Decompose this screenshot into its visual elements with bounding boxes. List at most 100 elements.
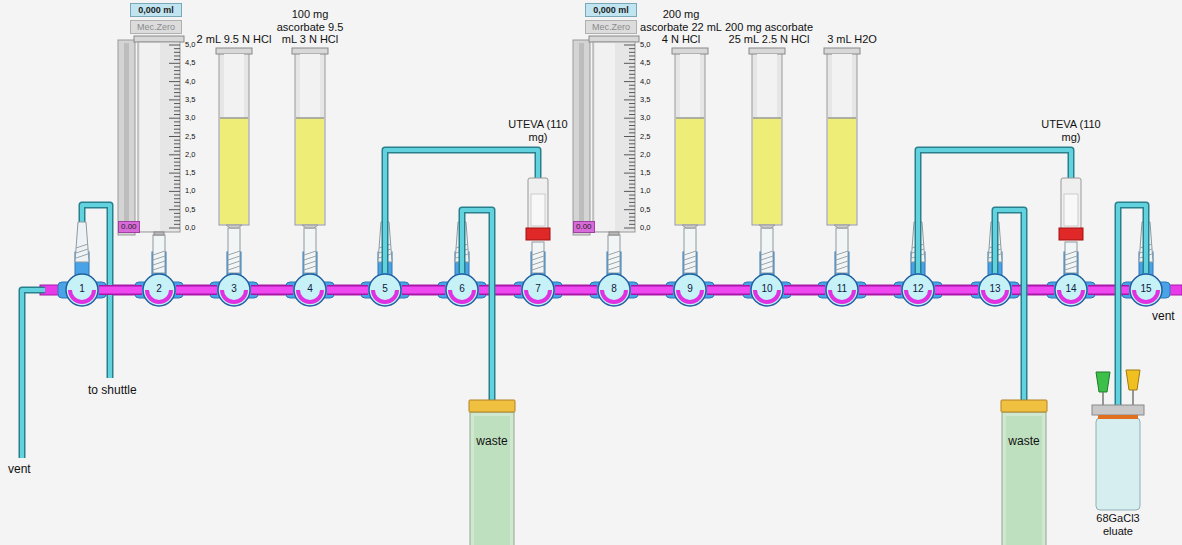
syringe-tip [609, 232, 619, 235]
valve: 14 [1054, 273, 1088, 307]
luer-thread [304, 256, 316, 260]
valve-number: 2 [142, 283, 176, 295]
valve: 1 [65, 273, 99, 307]
reservoir-barrel [752, 53, 782, 225]
luer-thread [608, 261, 620, 265]
luer-thread [1065, 261, 1077, 265]
scale-tick [629, 74, 635, 75]
reservoir-barrel [295, 53, 325, 225]
manifold-segment [935, 285, 978, 295]
manifold-segment [555, 285, 597, 295]
scale-tick [629, 121, 635, 122]
reagent-reservoir: 100 mg ascorbate 9.5 mL 3 N HCl [292, 48, 328, 228]
scale-tick [174, 52, 180, 53]
cartridge-label: UTEVA (110 mg) [506, 118, 570, 144]
luer-thread [1065, 266, 1077, 270]
syringe-barrel [595, 43, 615, 231]
syringe-barrel [138, 42, 180, 232]
vial-drawing [469, 400, 515, 545]
vent-tube [22, 290, 45, 458]
manifold-segment [176, 290, 217, 291]
scale-number: 0,0 [185, 223, 195, 232]
reagent-label: 200 mg ascorbate 25 mL 2.5 N HCl [724, 21, 814, 46]
scale-number: 1,0 [640, 186, 650, 195]
reagent-reservoir: 200 mg ascorbate 22 mL 4 N HCl [672, 48, 708, 228]
plunger-rod [579, 43, 584, 221]
luer-thread [153, 266, 165, 270]
scale-tick [629, 114, 635, 115]
reservoir-drawing [749, 48, 785, 228]
scale-tick [629, 88, 635, 89]
luer-connector [761, 228, 773, 273]
luer-connector [532, 242, 544, 273]
manifold-segment [99, 287, 142, 294]
scale-tick [174, 103, 180, 104]
luer-thread [608, 251, 620, 255]
luer-thread [761, 251, 773, 255]
scale-tick [169, 173, 180, 174]
scale-number: 1,5 [640, 168, 650, 177]
manifold-segment [631, 290, 673, 291]
luer-fitting [75, 222, 89, 262]
luer-thread [684, 251, 696, 255]
reagent-liquid [676, 118, 704, 224]
manifold-segment [402, 290, 445, 291]
resin-bed [1064, 194, 1078, 226]
luer-thread [1065, 251, 1077, 255]
waste-label: waste [1001, 434, 1047, 448]
liquid-level [296, 117, 324, 119]
scale-number: 1,5 [185, 168, 195, 177]
scale-tick [174, 220, 180, 221]
yellow-needle-hub [1126, 370, 1140, 390]
scale-tick [624, 99, 635, 100]
scale-tick [174, 74, 180, 75]
scale-tick [174, 66, 180, 67]
syringe-flange [589, 36, 639, 42]
manifold-segment [859, 287, 901, 294]
reservoir-tip [834, 225, 850, 228]
manifold-segment [99, 285, 142, 295]
luer-thread [836, 251, 848, 255]
reservoir-drawing [216, 48, 252, 228]
valve: 7 [521, 273, 555, 307]
reservoir-drawing [292, 48, 328, 228]
luer-thread [153, 251, 165, 255]
manifold-segment [555, 287, 597, 294]
scale-tick [174, 195, 180, 196]
reservoir-tip [759, 225, 775, 228]
scale-tick [629, 206, 635, 207]
reservoir-tip [302, 225, 318, 228]
scale-tick [169, 228, 180, 229]
scale-tick [174, 92, 180, 93]
scale-tick [629, 52, 635, 53]
reservoir-tip [226, 225, 242, 228]
reagent-liquid [220, 118, 248, 224]
luer-axis [614, 235, 615, 273]
scale-tick [629, 217, 635, 218]
reagent-liquid [296, 118, 324, 224]
scale-tick [624, 136, 635, 137]
manifold-segment [176, 287, 217, 294]
valve: 8 [597, 273, 631, 307]
luer-connector [1065, 242, 1077, 273]
luer-connector [836, 228, 848, 273]
zero-button: Mec.Zero [130, 20, 182, 34]
vent-tube [22, 290, 45, 458]
scale-tick [629, 132, 635, 133]
scale-tick [174, 198, 180, 199]
manifold-segment [1012, 290, 1054, 291]
manifold-segment [99, 290, 142, 291]
scale-number: 3,5 [640, 95, 650, 104]
valve-disc [66, 274, 98, 306]
tube-label: to shuttle [88, 383, 137, 397]
scale-tick [629, 198, 635, 199]
valve: 2 [142, 273, 176, 307]
plunger-rod [118, 40, 135, 235]
waste-vial: waste [1001, 400, 1047, 545]
luer-thread [836, 256, 848, 260]
luer-thread [684, 261, 696, 265]
scale-number: 1,0 [185, 186, 195, 195]
manifold-segment [251, 290, 293, 291]
